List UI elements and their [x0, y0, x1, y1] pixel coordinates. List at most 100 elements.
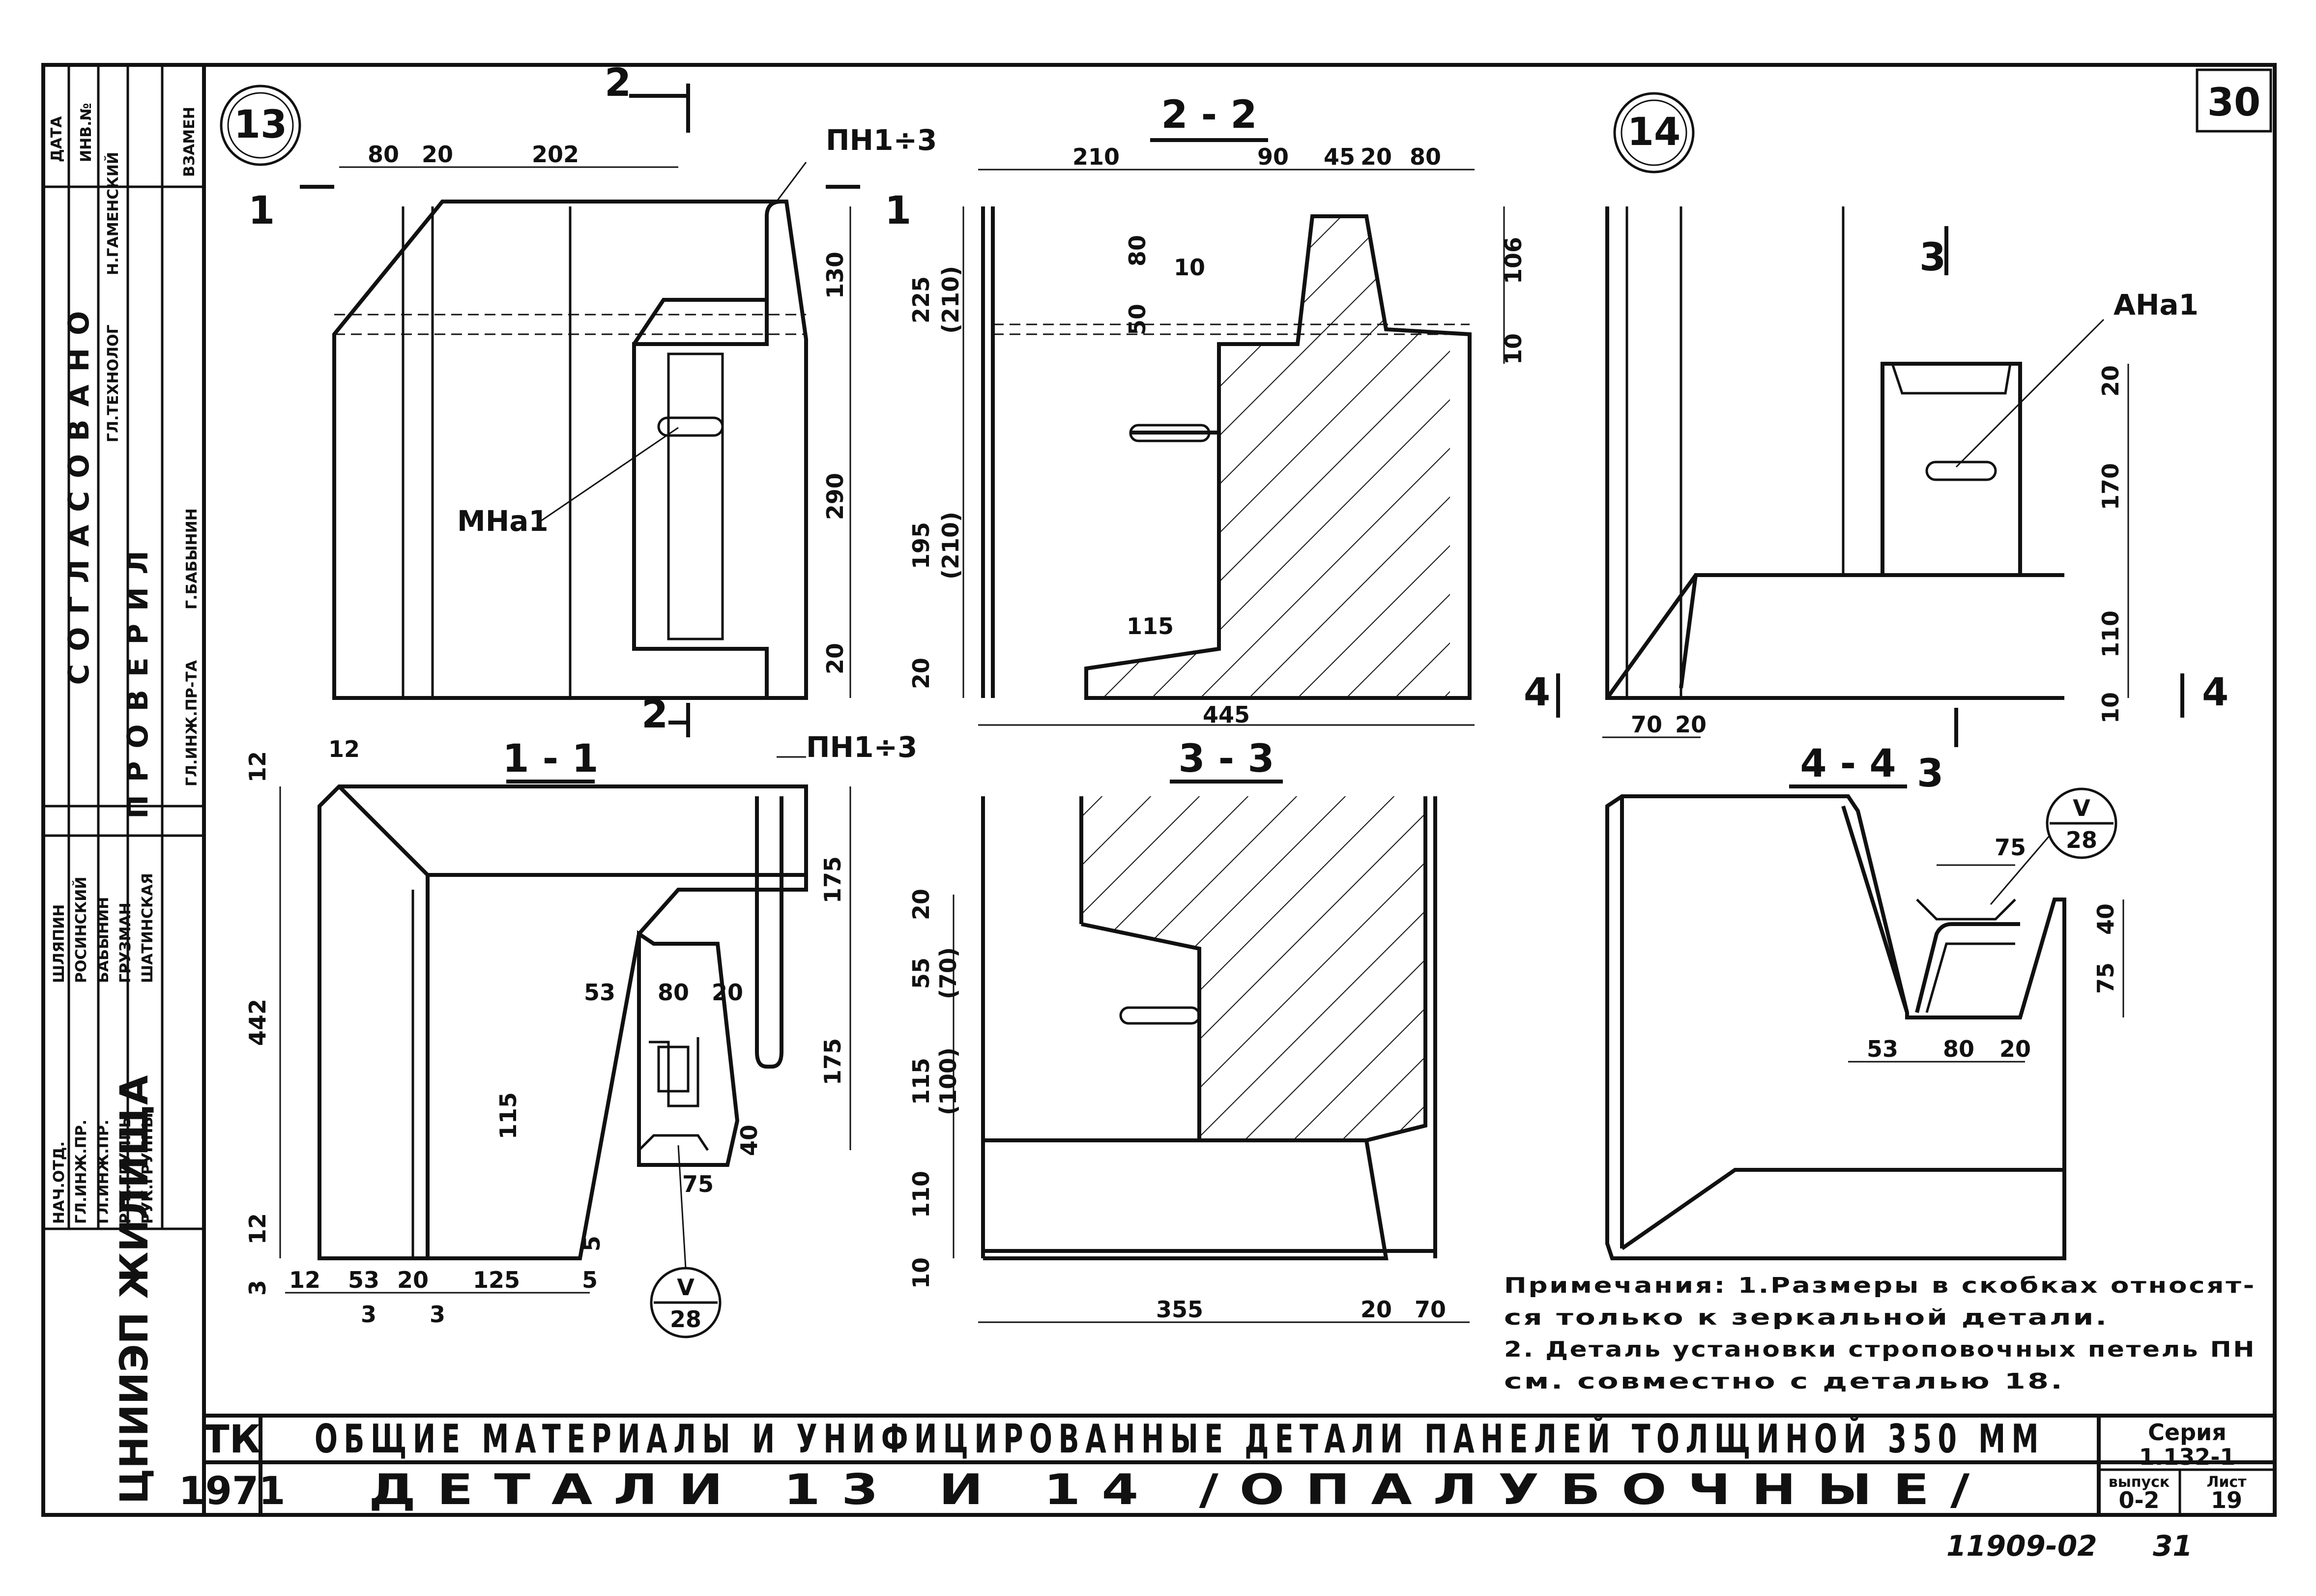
section-2-2: 2 - 2 210 90 45 20 80 80 10 50 106 10 22… [908, 93, 1527, 728]
name-4: ГРУЗМАН [117, 902, 134, 983]
s33-dim-355: 355 [1156, 1296, 1203, 1323]
cut-3-top: 3 [1919, 235, 1946, 280]
s22-dim-445: 445 [1203, 701, 1250, 728]
s11-dim-3c: 3 [430, 1301, 445, 1328]
sheet-value: 19 [2211, 1487, 2242, 1513]
s11-dim-125: 125 [473, 1267, 520, 1293]
title-block: ТК 1971 ОБЩИЕ МАТЕРИАЛЫ И УНИФИЦИРОВАННЫ… [178, 1414, 2275, 1563]
s33-dim-20: 20 [908, 889, 934, 920]
section-3-3-title: 3 - 3 [1178, 737, 1274, 781]
s11-dim-5b: 5 [579, 1236, 605, 1251]
d13-dim-290: 290 [822, 473, 848, 520]
series-label: Серия [2148, 1419, 2227, 1446]
s22-dim-80v: 80 [1124, 235, 1151, 266]
d13-dim-20b: 20 [822, 643, 848, 674]
note-line-4: см. совместно с деталью 18. [1504, 1369, 2064, 1394]
s22-dim-90: 90 [1257, 144, 1289, 170]
section-3-3: 3 - 3 20 55 (70) 115 (100) 110 10 355 20… [908, 737, 1470, 1323]
mna-label: МНа1 [457, 504, 549, 538]
s22-dim-210b: (210) [937, 512, 964, 580]
designation: ТК [203, 1418, 261, 1462]
s11-dim-75: 75 [682, 1171, 714, 1197]
s22-dim-20: 20 [1361, 144, 1392, 170]
d14-dim-20b: 20 [1675, 711, 1707, 738]
col-replace: ВЗАМЕН [181, 107, 198, 177]
d14-dim-20: 20 [2097, 365, 2124, 397]
d13-dim-20: 20 [422, 141, 453, 168]
detail-13-tag: 13 [234, 103, 288, 147]
s22-dim-50: 50 [1124, 304, 1151, 335]
tech-role: ГЛ.ТЕХНОЛОГ [105, 324, 122, 442]
sheet-label: Лист [2206, 1474, 2247, 1491]
s33-dim-115: 115 [908, 1058, 934, 1105]
s22-dim-20b: 20 [908, 658, 934, 689]
col-date: ДАТА [48, 116, 65, 162]
s33-dim-10: 10 [908, 1257, 934, 1289]
note-line-1: Примечания: 1.Размеры в скобках относят- [1504, 1273, 2256, 1298]
s44-dim-40: 40 [2092, 903, 2119, 935]
notes: Примечания: 1.Размеры в скобках относят-… [1504, 1273, 2256, 1394]
detail-14-tag: 14 [1627, 110, 1681, 154]
s33-dim-70: 70 [1415, 1296, 1446, 1323]
s44-dim-75: 75 [2092, 962, 2119, 994]
name-1: ШЛЯПИН [51, 904, 68, 983]
loop-label-13: ПН1÷3 [826, 123, 937, 157]
s22-dim-45: 45 [1324, 144, 1355, 170]
cut-2-top: 2 [605, 61, 631, 105]
year: 1971 [178, 1469, 285, 1513]
name-2: РОСИНСКИЙ [72, 877, 90, 983]
s11-dim-20: 20 [712, 979, 743, 1006]
s44-dim-20: 20 [1999, 1036, 2031, 1062]
section-1-1-title: 1 - 1 [502, 737, 598, 781]
engineer-name: Г.БАБЫНИН [183, 508, 201, 609]
s44-dim-80: 80 [1943, 1036, 1974, 1062]
s11-dim-3b: 3 [361, 1301, 376, 1328]
role-2: ГЛ.ИНЖ.ПР. [73, 1120, 90, 1224]
engineer-role: ГЛ.ИНЖ.ПР-ТА [183, 660, 201, 786]
s22-dim-210a: (210) [937, 266, 964, 334]
s11-dim-12t: 12 [328, 736, 360, 762]
tech-name: Н.ГАМЕНСКИЙ [104, 152, 122, 275]
s33-dim-100p: (100) [935, 1047, 961, 1115]
d14-dim-110: 110 [2097, 610, 2124, 658]
role-5: РУК.ГРУППЫ [139, 1112, 156, 1224]
s44-dim-53: 53 [1867, 1036, 1898, 1062]
page-number: 30 [2207, 81, 2261, 125]
s44-ref-bottom: 28 [2066, 827, 2097, 853]
s11-dim-175b: 175 [819, 1038, 846, 1085]
s11-dim-12b: 12 [244, 1213, 271, 1245]
detail-13: 13 1 1 2 2 ПН1÷3 МНа1 80 20 202 130 290 … [220, 61, 937, 737]
cut-2-bottom: 2 [641, 693, 668, 737]
s33-dim-20b: 20 [1361, 1296, 1392, 1323]
checked-label: ПРОВЕРИЛ [121, 538, 154, 818]
agreed-label: СОГЛАСОВАНО [62, 298, 95, 685]
s22-dim-115: 115 [1127, 613, 1174, 639]
s11-dim-53b: 53 [348, 1267, 379, 1293]
s44-dim-75t: 75 [1995, 834, 2026, 861]
role-3: ГЛ.ИНЖ.ПР. [95, 1120, 112, 1224]
series-value: 1.132-1 [2139, 1444, 2236, 1470]
cut-3-bottom: 3 [1917, 752, 1943, 796]
role-1: НАЧ.ОТД. [51, 1141, 68, 1224]
d14-dim-170: 170 [2097, 463, 2124, 510]
note-line-3: 2. Деталь установки строповочных петель … [1504, 1337, 2256, 1362]
s11-dim-115: 115 [495, 1092, 521, 1139]
cut-4-left: 4 [1524, 670, 1550, 715]
section-2-2-title: 2 - 2 [1161, 93, 1257, 137]
org-name: ЦНИИЭП ЖИЛИЩА [113, 1075, 157, 1504]
d13-dim-80: 80 [368, 141, 399, 168]
d14-dim-10: 10 [2097, 692, 2124, 724]
approval-stamp: СОГЛАСОВАНО ПРОВЕРИЛ ГЛ.ТЕХНОЛОГ Н.ГАМЕН… [43, 65, 204, 1504]
s11-dim-3: 3 [244, 1280, 271, 1296]
s33-dim-110: 110 [908, 1171, 934, 1218]
s11-dim-12c: 12 [289, 1267, 320, 1293]
s11-ref-bottom: 28 [670, 1306, 701, 1333]
archive-number: 11909-02 [1946, 1529, 2097, 1563]
sheet-frame: 30 [41, 63, 2277, 1517]
title-line-2: ДЕТАЛИ 13 И 14 /ОПАЛУБОЧНЫЕ/ [369, 1465, 1991, 1514]
detail-14: 14 3 3 4 4 АНа1 20 170 110 10 70 20 [1524, 92, 2229, 796]
s22-dim-10r: 10 [1500, 333, 1527, 365]
ana-label: АНа1 [2113, 288, 2199, 321]
note-line-2: ся только к зеркальной детали. [1504, 1305, 2109, 1330]
